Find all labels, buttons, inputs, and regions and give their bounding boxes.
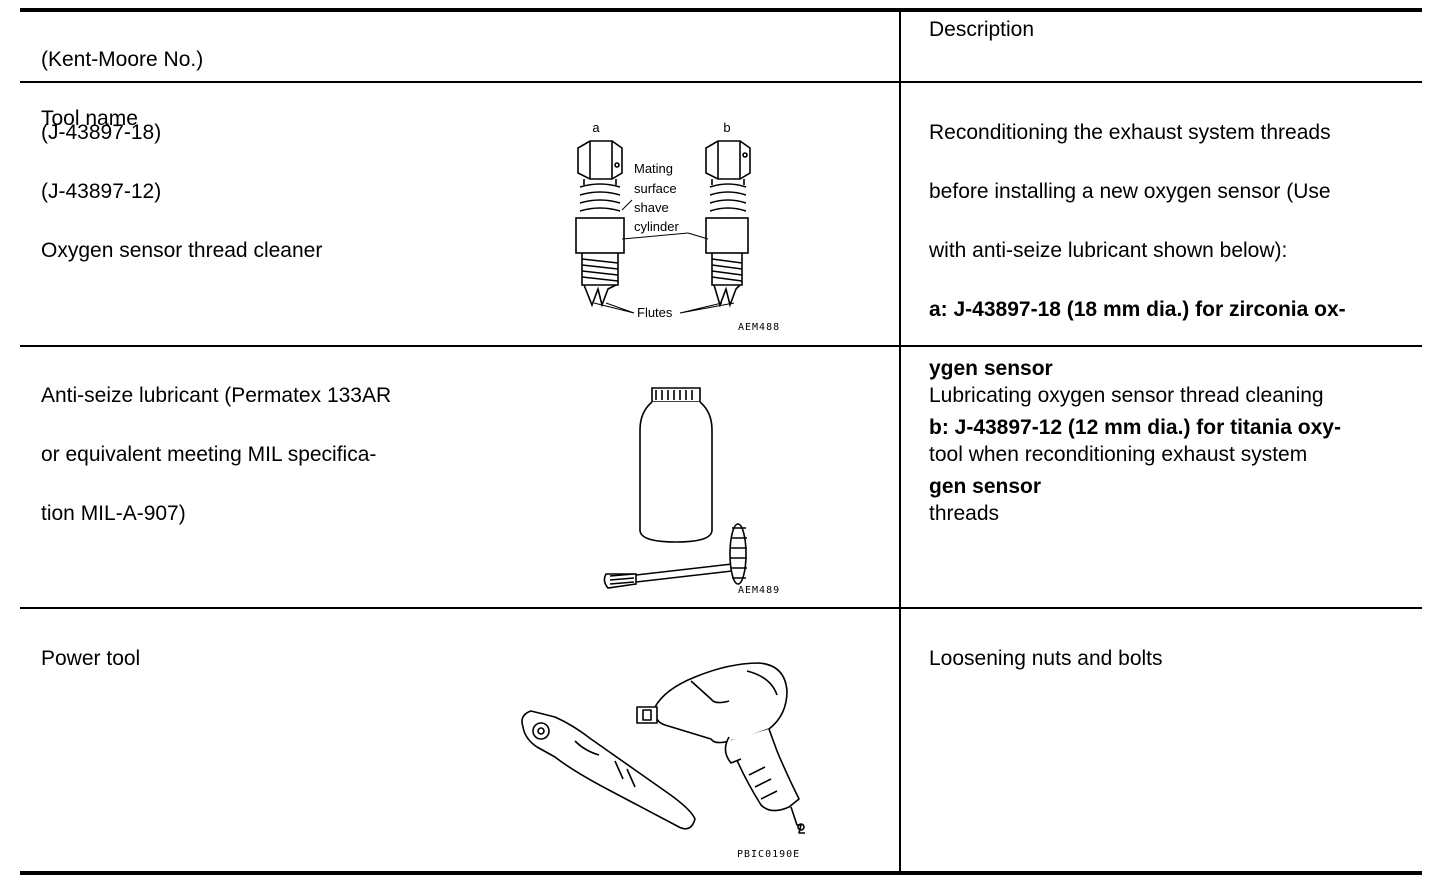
row1-tool: (J-43897-18) (J-43897-12) Oxygen sensor …	[41, 88, 461, 295]
figure-label-a: a	[592, 120, 600, 135]
row1-tool-line: Oxygen sensor thread cleaner	[41, 238, 323, 262]
row1-desc-bold-line: gen sensor	[929, 474, 1042, 498]
row3-tool: Power tool	[41, 614, 461, 703]
row1-desc-bold-line: a: J-43897-18 (18 mm dia.) for zirconia …	[929, 297, 1346, 321]
thread-cleaner-illustration: a b Mating surface shave cylinder Flutes…	[560, 115, 800, 335]
row3-desc-line: Loosening nuts and bolts	[929, 646, 1163, 670]
row-divider-1	[20, 345, 1422, 347]
row1-desc-bold-line: b: J-43897-12 (12 mm dia.) for titania o…	[929, 415, 1341, 439]
row-divider-2	[20, 607, 1422, 609]
row3-tool-line: Power tool	[41, 646, 141, 670]
row2-tool-line: Anti-seize lubricant (Permatex 133AR	[41, 383, 392, 407]
row1-tool-line: (J-43897-18)	[41, 120, 162, 144]
header-kent-moore: (Kent-Moore No.)	[41, 47, 204, 71]
header-divider	[20, 81, 1422, 83]
row2-desc-line: Lubricating oxygen sensor thread cleanin…	[929, 383, 1324, 407]
row3-description: Loosening nuts and bolts	[929, 614, 1409, 703]
row2-tool: Anti-seize lubricant (Permatex 133AR or …	[41, 351, 461, 558]
row2-description: Lubricating oxygen sensor thread cleanin…	[929, 351, 1409, 558]
figure-label-surface: surface	[634, 181, 677, 196]
table-bottom-rule	[20, 871, 1422, 875]
figure-label-cylinder: cylinder	[634, 219, 679, 234]
figure-code-aem488: AEM488	[738, 322, 780, 333]
row1-desc-line: with anti-seize lubricant shown below):	[929, 238, 1288, 262]
lubricant-illustration: AEM489	[600, 382, 800, 597]
header-description: Description	[929, 18, 1035, 41]
row1-description: Reconditioning the exhaust system thread…	[929, 88, 1409, 531]
row1-desc-line: before installing a new oxygen sensor (U…	[929, 179, 1331, 203]
table-top-rule	[20, 8, 1422, 12]
column-divider	[899, 10, 901, 872]
figure-label-b: b	[723, 120, 730, 135]
row2-tool-line: tion MIL-A-907)	[41, 501, 186, 525]
row2-desc-line: threads	[929, 501, 1000, 525]
figure-code-aem489: AEM489	[738, 585, 780, 596]
row1-tool-line: (J-43897-12)	[41, 179, 162, 203]
row1-desc-bold-line: ygen sensor	[929, 356, 1053, 380]
row2-tool-line: or equivalent meeting MIL specifica-	[41, 442, 377, 466]
figure-label-flutes: Flutes	[637, 305, 673, 320]
figure-label-shave: shave	[634, 200, 669, 215]
row1-desc-line: Reconditioning the exhaust system thread…	[929, 120, 1331, 144]
header-tool-name: (Kent-Moore No.) Tool name	[41, 15, 461, 163]
figure-code-pbic0190e: PBIC0190E	[737, 849, 800, 860]
header-tool-label: Tool name	[41, 106, 138, 130]
figure-label-mating: Mating	[634, 161, 673, 176]
power-tool-illustration: PBIC0190E	[515, 655, 825, 865]
row2-desc-line: tool when reconditioning exhaust system	[929, 442, 1308, 466]
